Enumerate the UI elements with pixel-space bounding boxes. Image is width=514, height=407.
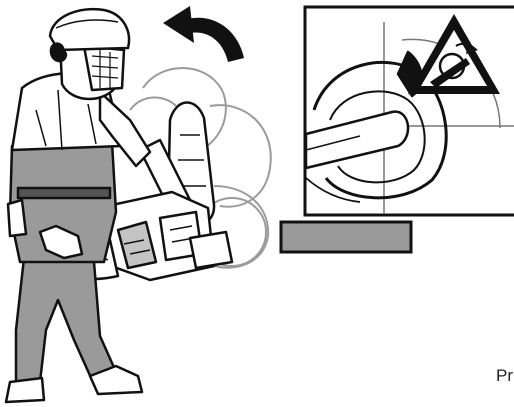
curved-arrow-icon <box>163 6 244 62</box>
helmet <box>50 9 129 50</box>
belt <box>18 188 110 198</box>
pouch <box>8 200 26 236</box>
left-boot <box>6 378 44 402</box>
inset-frame <box>305 7 514 215</box>
corner-text: Pr <box>496 366 513 386</box>
label-bar <box>281 222 411 252</box>
